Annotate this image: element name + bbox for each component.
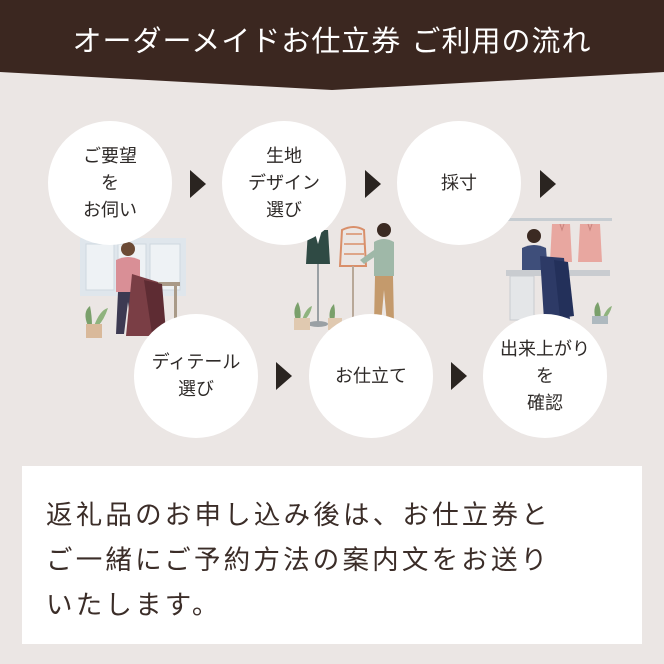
note-line: いたします。 [46,590,222,621]
step-5-label: お仕立て [335,365,407,387]
step-4-label: ディテール 選び [151,352,241,400]
header-banner [0,0,664,90]
arrow-right-icon [540,170,556,198]
arrow-right-icon [276,362,292,390]
note-line: ご一緒にご予約方法の案内文をお送り [46,545,551,576]
tailor-mannequin-illustration [294,223,394,330]
step-6-circle: 出来上がり を 確認 [483,314,607,438]
arrow-right-icon [451,362,467,390]
step-6-label: 出来上がり を 確認 [500,338,590,414]
tailor-consultation-illustration [80,238,186,338]
step-2-label: 生地 デザイン 選び [248,145,320,221]
step-1-label: ご要望 を お伺い [83,145,137,221]
step-3-label: 採寸 [441,172,477,194]
step-2-circle: 生地 デザイン 選び [222,121,346,245]
step-1-circle: ご要望 を お伺い [48,121,172,245]
arrow-right-icon [365,170,381,198]
step-4-circle: ディテール 選び [134,314,258,438]
note-line: 返礼品のお申し込み後は、お仕立券と [46,500,551,531]
step-3-circle: 採寸 [397,121,521,245]
step-5-circle: お仕立て [309,314,433,438]
arrow-right-icon [190,170,206,198]
page-title: オーダーメイドお仕立券 ご利用の流れ [72,24,592,58]
tailor-sewing-illustration [506,218,612,324]
info-note-box: 返礼品のお申し込み後は、お仕立券と ご一緒にご予約方法の案内文をお送り いたしま… [22,466,642,644]
